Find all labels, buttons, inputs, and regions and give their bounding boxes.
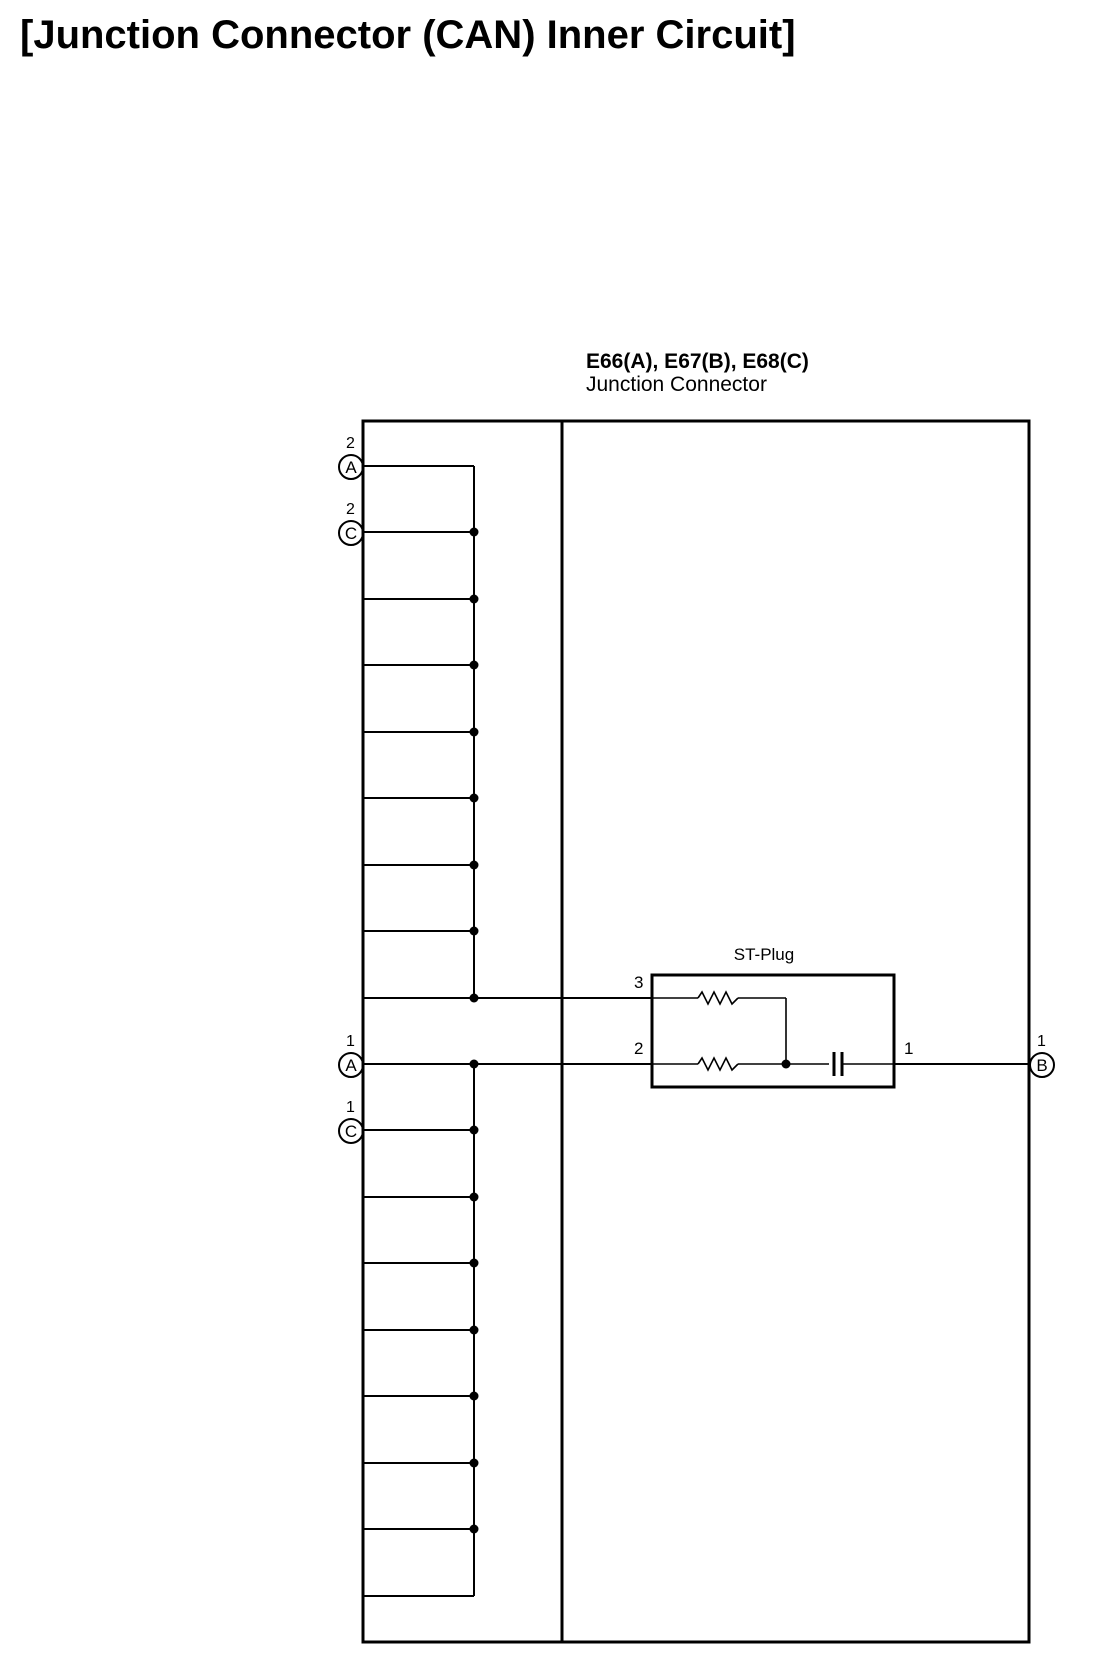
junction-dot	[469, 1524, 479, 1534]
terminal-pin-label: 1	[1037, 1033, 1046, 1050]
terminal-B1: 1 B	[1029, 1033, 1055, 1078]
plug-pin-2-label: 2	[634, 1039, 643, 1058]
st-plug: ST-Plug 3 2 1	[634, 945, 913, 1089]
junction-dot	[469, 594, 479, 604]
plug-pin-3-label: 3	[634, 973, 643, 992]
junction-dot	[469, 727, 479, 737]
terminal-connector-label: A	[345, 1056, 357, 1075]
junction-dot	[469, 1391, 479, 1401]
terminal-A2: 2 A	[338, 435, 364, 480]
junction-dot	[469, 993, 479, 1003]
lower-branch-wires	[363, 1129, 474, 1597]
terminal-A1: 1 A	[338, 1033, 364, 1078]
resistor-icon	[697, 1056, 739, 1072]
connector-name-label: Junction Connector	[586, 373, 767, 396]
upper-branch-wires	[363, 465, 474, 932]
junction-dot	[469, 1258, 479, 1268]
plug-junction-dot	[781, 1059, 791, 1069]
terminal-pin-label: 2	[346, 435, 355, 452]
junction-dot	[469, 660, 479, 670]
st-plug-label: ST-Plug	[734, 945, 794, 964]
terminal-circle-icon	[1029, 1052, 1055, 1078]
junction-dot	[469, 1458, 479, 1468]
terminal-pin-label: 1	[346, 1033, 355, 1050]
junction-dot	[469, 1125, 479, 1135]
page-title: [Junction Connector (CAN) Inner Circuit]	[20, 13, 796, 57]
terminal-C1: 1 C	[338, 1099, 364, 1144]
terminal-circle-icon	[338, 1118, 364, 1144]
junction-dot	[469, 1059, 479, 1069]
junction-connector-frame	[361, 419, 1031, 1644]
terminal-connector-label: C	[345, 1122, 357, 1141]
terminal-pin-label: 2	[346, 501, 355, 518]
connector-code-label: E66(A), E67(B), E68(C)	[586, 350, 809, 373]
junction-dot	[469, 926, 479, 936]
junction-dot	[469, 860, 479, 870]
terminal-circle-icon	[338, 454, 364, 480]
terminal-connector-label: B	[1036, 1056, 1047, 1075]
terminal-circle-icon	[338, 520, 364, 546]
junction-dot	[469, 527, 479, 537]
junction-dot	[469, 793, 479, 803]
junction-dot	[469, 1325, 479, 1335]
junction-dot	[469, 1192, 479, 1202]
terminal-circle-icon	[338, 1052, 364, 1078]
terminal-C2: 2 C	[338, 501, 364, 546]
terminal-pin-label: 1	[346, 1099, 355, 1116]
plug-pin-1-label: 1	[904, 1039, 913, 1058]
terminal-connector-label: A	[345, 458, 357, 477]
junction-dots	[469, 527, 479, 1534]
st-plug-box	[650, 973, 896, 1089]
terminal-connector-label: C	[345, 524, 357, 543]
resistor-icon	[697, 990, 739, 1006]
